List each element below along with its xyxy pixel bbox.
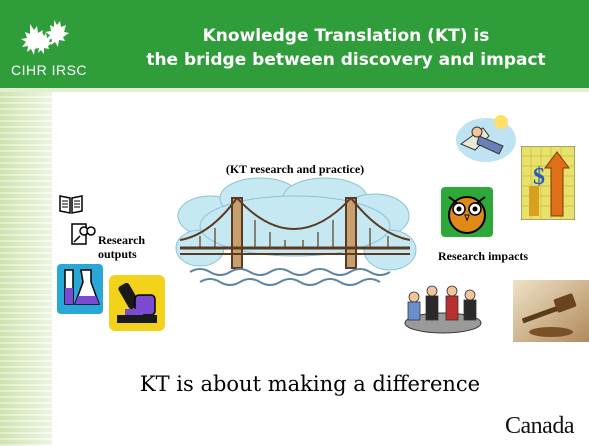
- meeting-icon: [400, 283, 486, 341]
- research-impacts-label: Research impacts: [438, 249, 529, 263]
- maple-leaf-icon: [21, 20, 69, 55]
- title-line-1: Knowledge Translation (KT) is: [202, 26, 490, 46]
- canada-wordmark: Canada: [505, 413, 574, 439]
- chart-arrow-icon: $: [521, 146, 575, 220]
- logo-text: CIHR IRSC: [10, 62, 88, 78]
- label-line-2: outputs: [98, 247, 137, 261]
- book-icon: [58, 193, 84, 215]
- bridge-icon: [180, 190, 410, 290]
- label-line-1: Research: [98, 233, 146, 247]
- owl-icon: [441, 187, 493, 237]
- title-line-2: the bridge between discovery and impact: [146, 50, 546, 70]
- glasses-icon: [70, 222, 96, 248]
- cihr-logo: [6, 16, 92, 86]
- flask-icon: [57, 264, 103, 314]
- header-bar: CIHR IRSC Knowledge Translation (KT) is …: [0, 0, 589, 92]
- slide-title: Knowledge Translation (KT) is the bridge…: [108, 24, 584, 72]
- svg-text:$: $: [533, 164, 545, 190]
- gavel-icon: [513, 280, 589, 342]
- research-outputs-label: Research outputs: [98, 233, 178, 261]
- bridge-label: (KT research and practice): [225, 162, 365, 176]
- microscope-icon: [109, 275, 165, 331]
- flying-person-icon: [453, 110, 519, 168]
- left-decorative-bar: [0, 92, 52, 446]
- tagline: KT is about making a difference: [139, 372, 481, 396]
